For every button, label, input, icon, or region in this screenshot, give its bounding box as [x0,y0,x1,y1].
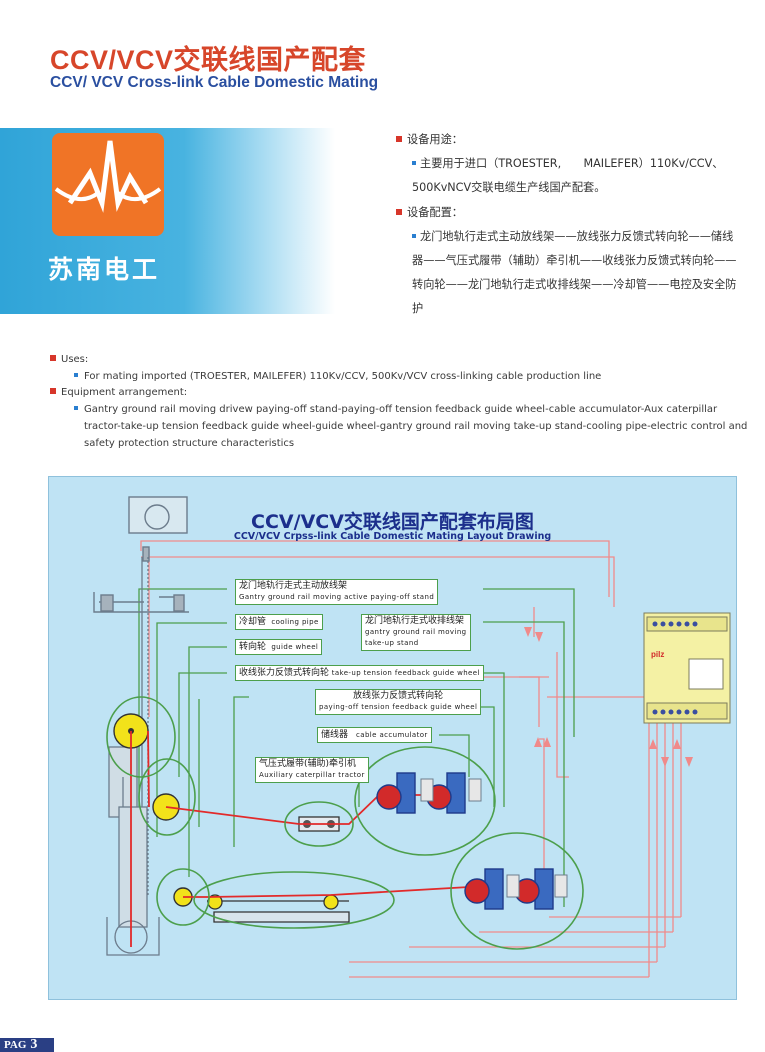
cn-config-text: 龙门地轨行走式主动放线架——放线张力反馈式转向轮——储线器——气压式履带（辅助）… [412,229,737,316]
blue-bullet-icon [74,373,78,377]
label-paying-off-stand: 龙门地轨行走式主动放线架 Gantry ground rail moving a… [235,579,439,605]
label-caterpillar-tractor: 气压式履带(辅助)牵引机 Auxiliary caterpillar tract… [255,757,369,783]
cn-config-heading: 设备配置： [396,201,741,225]
lightning-logo-icon [54,140,162,213]
layout-drawing: pilz CCV/VCV交联线国产配套布局图 CCV/VCV Crpss-lin… [48,476,737,1000]
red-bullet-icon [396,136,402,142]
label-cable-accumulator: 储线器 cable accumulator [317,727,432,743]
red-bullet-icon [396,208,402,215]
brand-logo [52,133,164,236]
en-uses-text: For mating imported (TROESTER, MAILEFER)… [50,368,750,385]
en-uses-heading: Uses: [50,352,750,368]
en-description: Uses: For mating imported (TROESTER, MAI… [50,352,750,452]
arrow-up-icon [534,737,542,747]
panel-brand: pilz [651,650,664,659]
label-cooling-pipe: 冷却管 cooling pipe [235,614,323,630]
arrow-up-icon [649,739,657,749]
label-guide-wheel: 转向轮 guide wheel [235,639,323,655]
arrow-down-icon [685,757,693,767]
red-bullet-icon [50,388,56,394]
brand-name: 苏南电工 [48,255,161,284]
arrow-down-icon [661,757,669,767]
blue-bullet-icon [412,161,416,165]
cn-description: 设备用途： 主要用于进口（TROESTER, MAILEFER）110Kv/CC… [396,128,741,322]
arrow-down-icon [535,632,543,642]
cn-uses-heading: 设备用途： [396,128,741,152]
arrow-up-icon [673,739,681,749]
brand-banner [0,128,335,314]
page-subtitle: CCV/ VCV Cross-link Cable Domestic Matin… [50,74,379,91]
arrow-down-icon [524,627,532,637]
arrow-up-icon [543,737,551,747]
blue-bullet-icon [412,233,416,238]
en-config-text: Gantry ground rail moving drivew paying-… [50,401,750,452]
label-paying-off-tension-wheel: 放线张力反馈式转向轮 paying-off tension feedback g… [315,689,482,715]
cn-uses-text: 主要用于进口（TROESTER, MAILEFER）110Kv/CCV、500K… [412,157,724,195]
label-take-up-tension-wheel: 收线张力反馈式转向轮 take-up tension feedback guid… [235,665,484,681]
drawing-subtitle: CCV/VCV Crpss-link Cable Domestic Mating… [233,531,552,542]
en-config-heading: Equipment arrangement: [50,385,750,401]
drawing-title: CCV/VCV交联线国产配套布局图 [251,511,534,533]
page-title: CCV/VCV交联线国产配套 [50,45,367,75]
label-take-up-stand: 龙门地轨行走式收排线架 gantry ground rail moving ta… [361,614,471,651]
red-bullet-icon [50,355,56,361]
layout-schematic: pilz [93,496,731,978]
blue-bullet-icon [74,406,78,410]
